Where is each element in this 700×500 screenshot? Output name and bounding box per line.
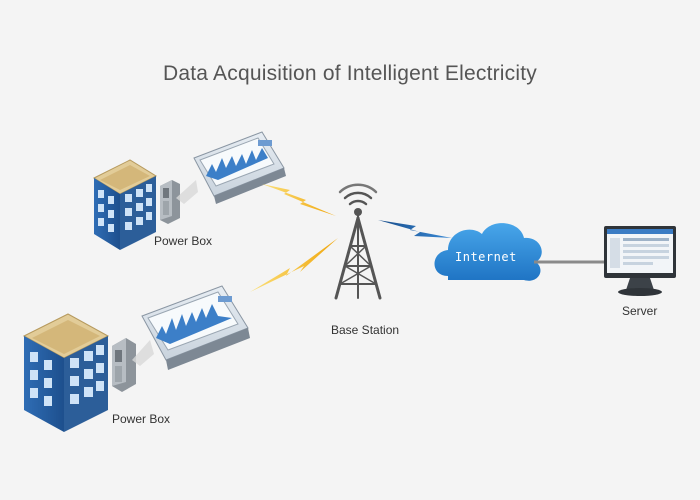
lightning-link-icon [250,184,338,292]
building-icon [92,159,158,250]
cloud-icon [434,223,542,281]
power-box-top-label: Power Box [154,234,213,248]
tower-icon [334,183,382,300]
power-cabinet-icon [112,338,136,392]
power-cabinet-icon [160,180,180,224]
base-station-label: Base Station [331,323,400,337]
internet-label: Internet [455,250,517,264]
data-terminal-icon [193,131,286,204]
data-terminal-icon [141,285,250,370]
building-icon [22,313,110,432]
lightning-link-icon [378,220,452,238]
monitor-icon [604,226,676,296]
server-label: Server [622,304,658,318]
diagram-title: Data Acquisition of Intelligent Electric… [163,62,537,85]
power-box-bottom-label: Power Box [112,412,171,426]
